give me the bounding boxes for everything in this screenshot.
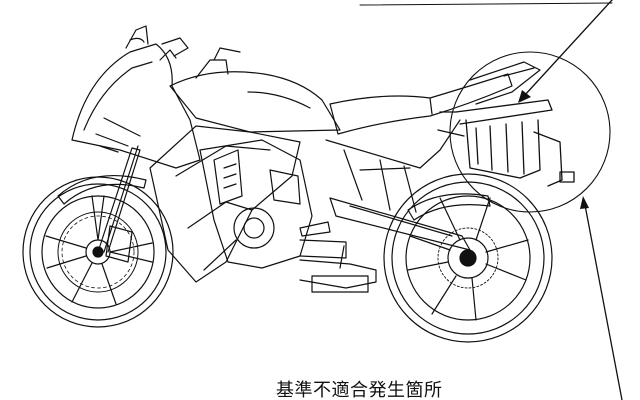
fuel-tank (169, 47, 341, 133)
seat (329, 73, 513, 135)
front-fairing (71, 25, 201, 169)
top-callout-line (359, 2, 613, 6)
leader-arrow-bottom (580, 196, 623, 400)
pannier-frame (437, 99, 575, 187)
rear-subframe (325, 119, 461, 213)
tail-section (469, 61, 541, 105)
leader-arrow-top (518, 0, 613, 103)
defect-location-caption: 基準不適合発生箇所 (276, 380, 443, 400)
rear-wheel (383, 173, 553, 343)
exhaust (299, 259, 377, 293)
front-fork (57, 145, 147, 263)
front-wheel (22, 176, 174, 328)
defect-highlight-circle (449, 51, 611, 213)
footpeg (299, 221, 345, 269)
rear-fender (407, 193, 491, 221)
engine (199, 139, 347, 269)
